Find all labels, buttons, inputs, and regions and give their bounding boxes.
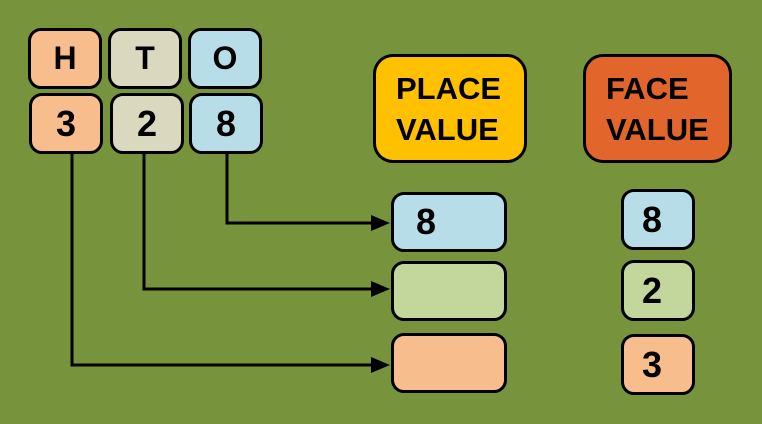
- place-value-hundreds-box: [391, 333, 507, 393]
- ones-column-label: O: [188, 28, 262, 89]
- place-value-ones-box: 8: [391, 192, 507, 252]
- ones-letter: O: [212, 40, 238, 76]
- face-value-header: FACE VALUE: [583, 54, 732, 163]
- arrow-tens-to-place: [142, 153, 390, 297]
- face-value-hundreds-text: 3: [641, 343, 663, 385]
- hundreds-column-label: H: [28, 28, 102, 89]
- face-value-title-line2: VALUE: [606, 111, 709, 147]
- ones-digit: 8: [215, 102, 237, 144]
- hundreds-digit: 3: [55, 102, 77, 144]
- ones-digit-box: 8: [189, 93, 263, 154]
- arrow-hundreds-to-place: [70, 153, 390, 373]
- place-value-title-line2: VALUE: [396, 111, 499, 147]
- face-value-ones-box: 8: [621, 189, 695, 250]
- place-value-title-line1: PLACE: [396, 70, 502, 106]
- place-value-ones-text: 8: [416, 201, 437, 242]
- face-value-tens-box: 2: [621, 260, 695, 321]
- arrow-ones-to-place: [225, 151, 390, 231]
- hundreds-digit-box: 3: [29, 93, 103, 154]
- place-value-header: PLACE VALUE: [373, 54, 527, 163]
- face-value-ones-text: 8: [641, 198, 663, 240]
- face-value-hundreds-box: 3: [621, 334, 695, 395]
- hundreds-letter: H: [53, 40, 77, 76]
- tens-digit-box: 2: [110, 93, 184, 154]
- tens-digit: 2: [136, 102, 158, 144]
- face-value-tens-text: 2: [641, 269, 663, 311]
- face-value-title-line1: FACE: [606, 70, 689, 106]
- tens-letter: T: [135, 40, 155, 76]
- place-value-tens-box: [391, 261, 507, 321]
- tens-column-label: T: [108, 28, 182, 89]
